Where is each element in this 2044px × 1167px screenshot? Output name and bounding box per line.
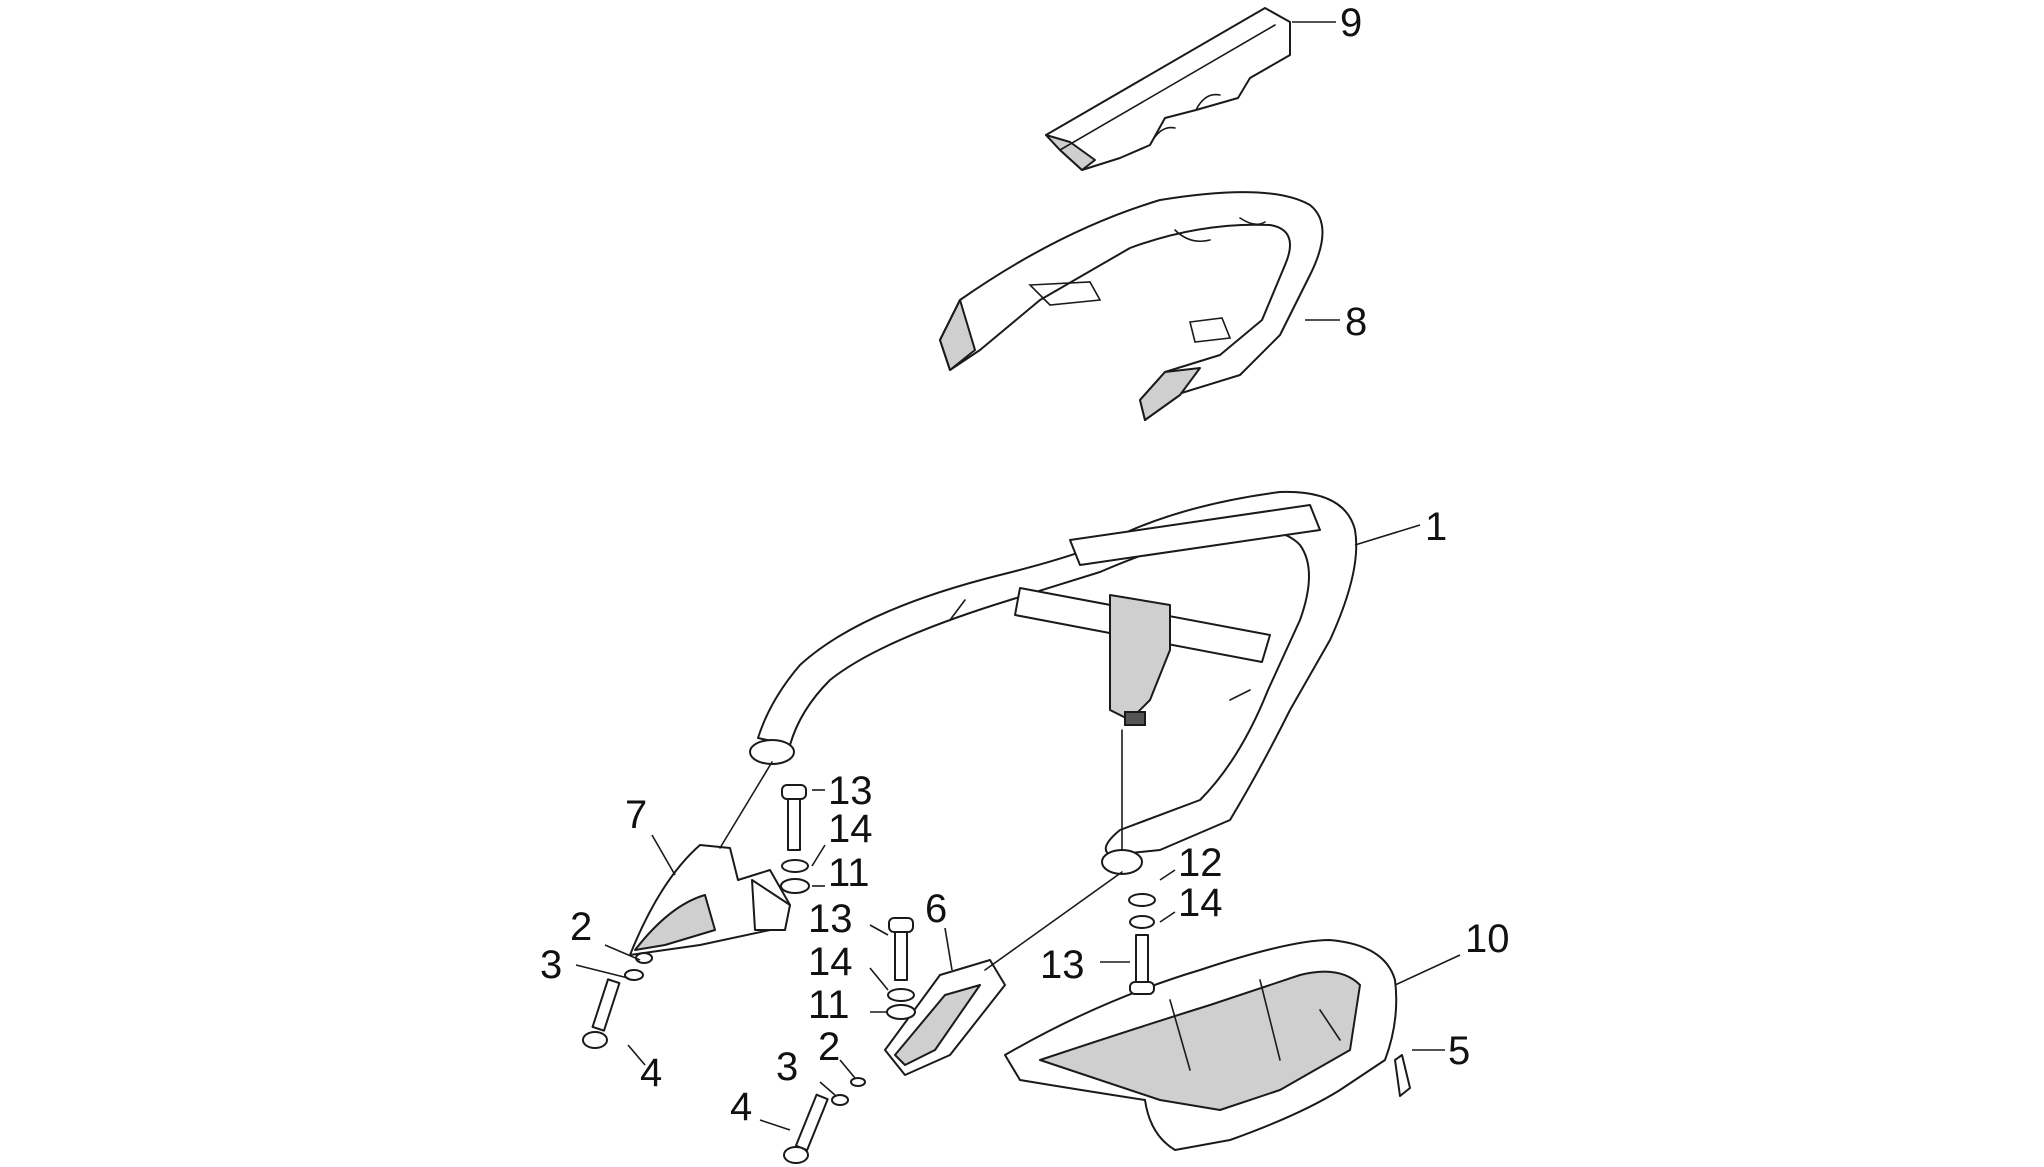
callout-5: 5 [1448,1029,1470,1073]
callout-3-b: 3 [776,1045,798,1089]
callout-4-b: 4 [730,1085,752,1129]
screw-4-b [794,1093,829,1152]
callout-13-c: 13 [1040,943,1085,987]
washer-12 [1128,893,1156,907]
part-9-rail-cover [1045,7,1291,171]
washer-11-a [780,878,810,894]
callout-1: 1 [1425,505,1447,549]
spacer-2-a [635,952,653,964]
washer-14-b [887,988,915,1002]
washer-11-b [886,1004,916,1020]
callout-2-b: 2 [818,1025,840,1069]
spacer-2-b [850,1077,866,1087]
washer-14-a [781,859,809,873]
washer-3-a [624,969,644,981]
callout-9: 9 [1340,1,1362,45]
hardware-group [582,784,1411,1164]
part-6-right-end-cap [884,959,1006,1076]
callout-14-a: 14 [828,807,873,851]
bolt-13-c [1135,934,1149,986]
alignment-lines [719,729,1123,971]
callouts: 9 8 1 7 6 10 5 13 14 11 13 14 11 12 14 1… [540,1,1510,1129]
callout-7: 7 [625,793,647,837]
bolt-13-b [894,929,908,981]
callout-12: 12 [1178,841,1223,885]
callout-14-b: 14 [808,940,853,984]
callout-6: 6 [925,887,947,931]
screw-5 [1394,1054,1411,1097]
callout-2-a: 2 [570,905,592,949]
callout-4-a: 4 [640,1051,662,1095]
washer-3-b [831,1094,849,1106]
callout-13-b: 13 [808,897,853,941]
leader-lines [575,21,1461,1131]
callout-14-c: 14 [1178,881,1223,925]
callout-10: 10 [1465,917,1510,961]
callout-13-a: 13 [828,769,873,813]
callout-11-a: 11 [828,851,870,895]
callout-11-b: 11 [808,983,850,1027]
callout-8: 8 [1345,300,1367,344]
part-8-rail-upper-cover [939,191,1324,421]
callout-3-a: 3 [540,943,562,987]
part-7-left-end-cap [629,844,791,956]
bolt-13-a [787,794,801,851]
washer-14-c [1129,915,1155,929]
part-10-tail-fairing [1004,939,1398,1151]
part-1-grab-rail [749,490,1358,875]
screw-4-a [591,978,621,1032]
